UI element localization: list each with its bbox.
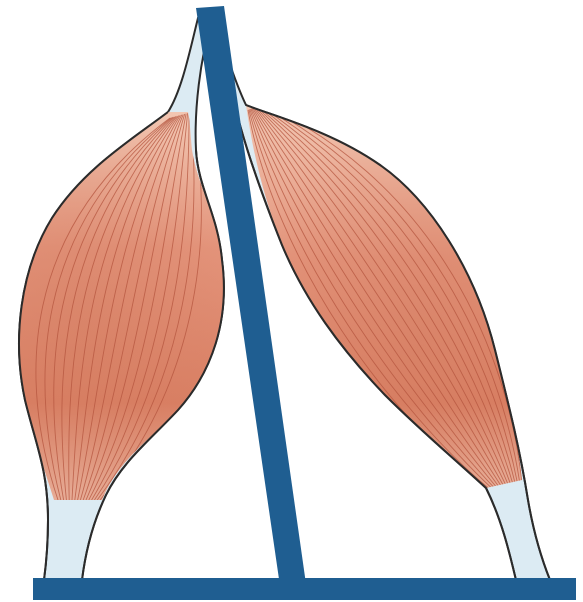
base-bar (33, 578, 576, 600)
left-muscle (0, 18, 240, 580)
